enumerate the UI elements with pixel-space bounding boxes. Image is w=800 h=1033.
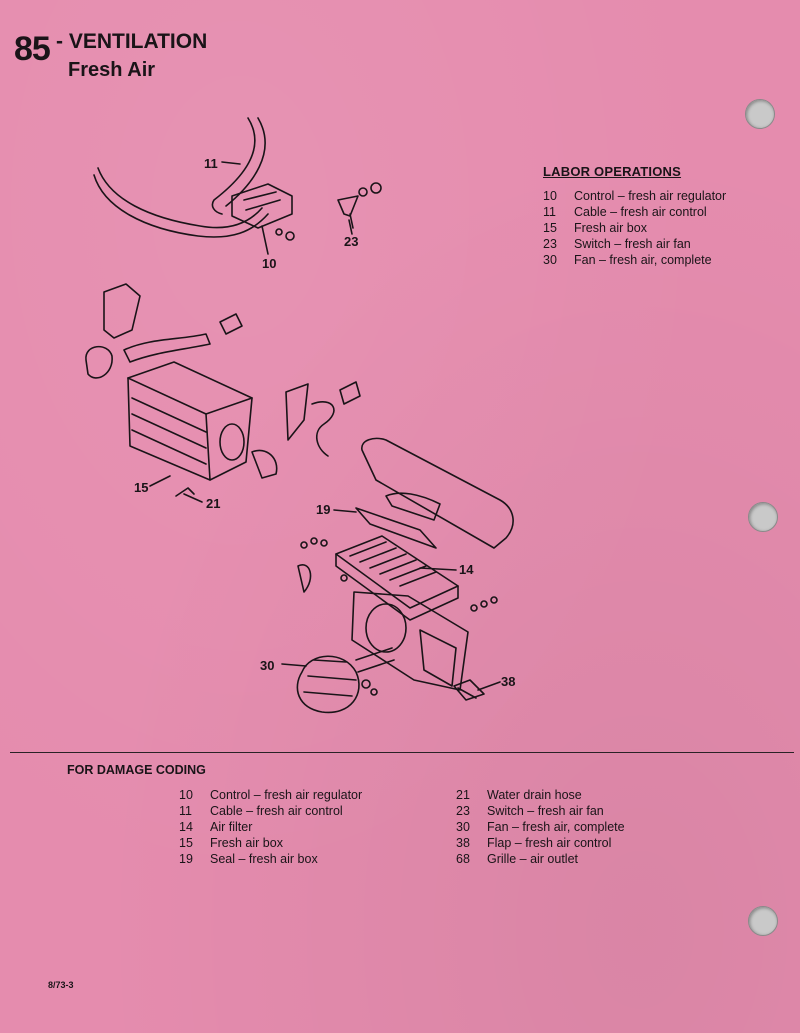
air-duct-shape bbox=[103, 283, 141, 339]
callout-label: 30 bbox=[260, 658, 274, 673]
item-description: Fresh air box bbox=[210, 836, 283, 850]
list-item: 11 Cable – fresh air control bbox=[179, 803, 419, 819]
callout-label: 19 bbox=[316, 502, 330, 517]
list-item: 23 Switch – fresh air fan bbox=[543, 236, 773, 252]
section-number: 85 bbox=[14, 30, 51, 68]
item-number: 68 bbox=[456, 852, 470, 866]
binder-hole-icon bbox=[748, 906, 778, 936]
page-subtitle: Fresh Air bbox=[68, 59, 156, 81]
damage-coding-right-column: 21 Water drain hose 23 Switch – fresh air … bbox=[456, 787, 696, 867]
item-description: Switch – fresh air fan bbox=[574, 237, 691, 251]
item-number: 30 bbox=[456, 820, 470, 834]
item-number: 23 bbox=[543, 237, 557, 251]
item-description: Fan – fresh air, complete bbox=[574, 253, 712, 267]
fresh-air-box-shape bbox=[127, 361, 253, 481]
list-item: 10 Control – fresh air regulator bbox=[179, 787, 419, 803]
item-description: Flap – fresh air control bbox=[487, 836, 612, 850]
item-description: Fresh air box bbox=[574, 221, 647, 235]
item-number: 15 bbox=[543, 221, 557, 235]
item-description: Air filter bbox=[210, 820, 253, 834]
page-title: - VENTILATION bbox=[56, 30, 208, 53]
list-item: 15 Fresh air box bbox=[543, 220, 773, 236]
item-number: 11 bbox=[543, 205, 556, 219]
list-item: 30 Fan – fresh air, complete bbox=[543, 252, 773, 268]
item-number: 14 bbox=[179, 820, 193, 834]
damage-coding-left-column: 10 Control – fresh air regulator 11 Cable … bbox=[179, 787, 419, 867]
list-item: 23 Switch – fresh air fan bbox=[456, 803, 696, 819]
item-description: Control – fresh air regulator bbox=[210, 788, 363, 802]
item-description: Control – fresh air regulator bbox=[574, 189, 727, 203]
item-number: 23 bbox=[456, 804, 470, 818]
item-number: 10 bbox=[179, 788, 193, 802]
list-item: 19 Seal – fresh air box bbox=[179, 851, 419, 867]
item-description: Grille – air outlet bbox=[487, 852, 579, 866]
item-description: Switch – fresh air fan bbox=[487, 804, 604, 818]
fan-motor-shape bbox=[296, 655, 360, 714]
item-description: Cable – fresh air control bbox=[210, 804, 343, 818]
item-description: Fan – fresh air, complete bbox=[487, 820, 625, 834]
item-description: Cable – fresh air control bbox=[574, 205, 707, 219]
item-number: 30 bbox=[543, 253, 557, 267]
list-item: 21 Water drain hose bbox=[456, 787, 696, 803]
list-item: 38 Flap – fresh air control bbox=[456, 835, 696, 851]
air-box-cover-shape bbox=[361, 437, 514, 549]
list-item: 10 Control – fresh air regulator bbox=[543, 188, 773, 204]
callout-label: 23 bbox=[344, 234, 358, 249]
list-item: 68 Grille – air outlet bbox=[456, 851, 696, 867]
item-number: 11 bbox=[179, 804, 192, 818]
binder-hole-icon bbox=[745, 99, 775, 129]
section-divider bbox=[10, 752, 794, 753]
fan-switch-shape bbox=[337, 195, 359, 217]
damage-coding-heading: FOR DAMAGE CODING bbox=[67, 763, 206, 777]
item-number: 21 bbox=[456, 788, 470, 802]
list-item: 30 Fan – fresh air, complete bbox=[456, 819, 696, 835]
callout-label: 15 bbox=[134, 480, 148, 495]
binder-hole-icon bbox=[748, 502, 778, 532]
exploded-parts-diagram: 11 10 23 15 21 19 14 30 38 bbox=[85, 117, 515, 714]
callout-label: 38 bbox=[501, 674, 515, 689]
item-description: Water drain hose bbox=[487, 788, 582, 802]
item-number: 38 bbox=[456, 836, 470, 850]
item-number: 19 bbox=[179, 852, 193, 866]
list-item: 11 Cable – fresh air control bbox=[543, 204, 773, 220]
list-item: 15 Fresh air box bbox=[179, 835, 419, 851]
page-code: 8/73-3 bbox=[48, 980, 74, 990]
regulator-shape bbox=[231, 183, 293, 229]
callout-label: 14 bbox=[459, 562, 474, 577]
item-description: Seal – fresh air box bbox=[210, 852, 318, 866]
item-number: 10 bbox=[543, 189, 557, 203]
labor-operations-heading: LABOR OPERATIONS bbox=[543, 164, 682, 179]
callout-label: 11 bbox=[204, 156, 218, 171]
item-number: 15 bbox=[179, 836, 193, 850]
list-item: 14 Air filter bbox=[179, 819, 419, 835]
callout-label: 21 bbox=[206, 496, 220, 511]
callout-label: 10 bbox=[262, 256, 276, 271]
fresh-air-flap-shape bbox=[453, 679, 485, 701]
labor-operations-panel: LABOR OPERATIONS 10 Control – fresh air r… bbox=[543, 164, 773, 268]
